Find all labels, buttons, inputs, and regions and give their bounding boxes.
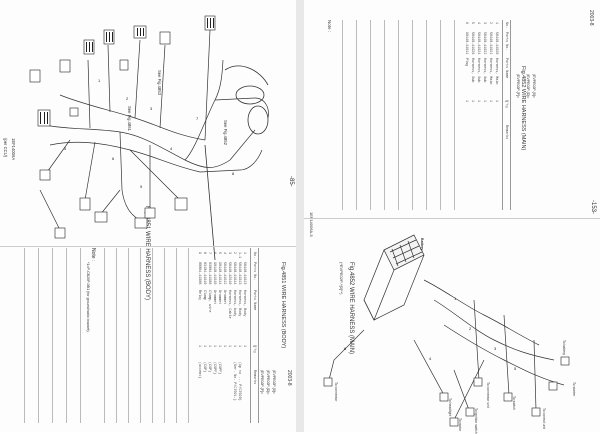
svg-text:1: 1 <box>98 78 101 83</box>
label-to-control-unit: To control unit <box>542 408 546 430</box>
left-model-header-2: (EVPE02P-[D]= <box>266 370 270 395</box>
label-to-switch: To switch <box>512 396 516 410</box>
svg-text:3: 3 <box>150 106 153 111</box>
svg-text:6: 6 <box>112 156 115 161</box>
svg-text:6: 6 <box>344 346 347 351</box>
svg-text:5: 5 <box>514 366 517 371</box>
left-note-text: *1=P-CB20P-0B1 (for ground/radio bracket… <box>86 262 90 332</box>
left-note-label: Note : <box>90 248 96 262</box>
left-col-no: No. <box>252 252 256 259</box>
left-col-parts-no: Parts No. <box>252 262 256 281</box>
left-model-header-3: (EVPE02P-[F]= <box>260 370 264 395</box>
left-model-header-1: (EVPE02P-[0]= <box>272 370 276 394</box>
left-col-remarks: Remarks <box>252 370 256 385</box>
wire-harness-main-diagram: 1 2 3 4 5 6 <box>323 234 570 427</box>
label-to-starter: To starter <box>572 382 576 397</box>
svg-text:2: 2 <box>469 326 472 331</box>
right-page: 2003-8 -153- 1EF14006A-5 Fig.4852 WIRE H… <box>304 0 600 434</box>
label-to-battery: To battery <box>562 340 566 355</box>
wire-harness-body-diagram: 1 2 3 4 5 6 7 8 9 <box>29 15 269 261</box>
label-battery: Battery <box>420 238 424 251</box>
svg-text:4: 4 <box>170 146 173 151</box>
label-to-motor: To motor <box>458 418 462 432</box>
label-to-headlight: To headlight <box>448 398 452 417</box>
label-to-connector-unit: To connector unit <box>486 382 490 408</box>
left-table-title: Fig.4851 WIRE HARNESS (BODY) <box>280 262 286 349</box>
svg-text:7: 7 <box>196 116 199 121</box>
svg-text:5: 5 <box>64 146 67 151</box>
page-gutter <box>296 0 304 432</box>
left-col-parts-name: Parts Name <box>252 290 256 311</box>
svg-text:4: 4 <box>429 356 432 361</box>
svg-text:1: 1 <box>454 296 457 301</box>
svg-text:8: 8 <box>232 171 235 176</box>
label-to-connector: To connector <box>334 382 338 402</box>
label-to-ignition-switch: To ignition switch <box>474 408 478 434</box>
left-col-qty: Q'ty <box>252 345 256 354</box>
svg-text:3: 3 <box>494 346 497 351</box>
svg-text:9: 9 <box>140 184 143 189</box>
left-page: -85- 2003-8 1EF14006A (per CCU) Fig.4851… <box>0 0 296 432</box>
svg-text:2: 2 <box>126 96 129 101</box>
